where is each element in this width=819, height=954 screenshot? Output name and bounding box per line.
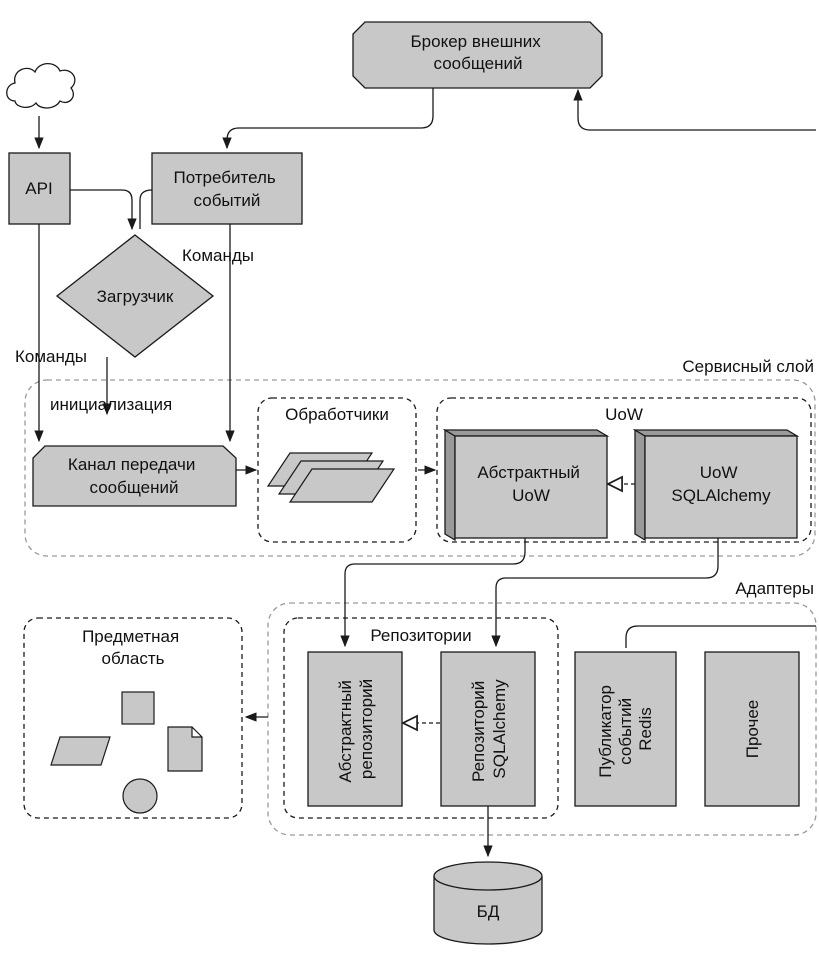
- handlers-title: Обработчики: [285, 405, 389, 424]
- abstract-uow-label: Абстрактный UoW: [477, 463, 584, 505]
- domain-frame: [23, 617, 243, 819]
- broker-label: Брокер внешних сообщений: [411, 32, 546, 73]
- redis-external-line: [625, 625, 816, 648]
- sqlalchemy-uow-label: UoW SQLAlchemy: [671, 463, 771, 505]
- broker-node: [352, 21, 603, 89]
- message-bus-label: Канал передачи сообщений: [68, 455, 200, 497]
- commands-label-right: Команды: [182, 246, 254, 265]
- domain-circle-icon: [122, 778, 158, 814]
- redis-to-broker-arrow: [573, 88, 816, 131]
- message-bus-node: [32, 445, 237, 507]
- abstract-uow-to-abstract-repo-arrow: [340, 538, 526, 648]
- repositories-title: Репозитории: [370, 626, 471, 645]
- api-node: [8, 152, 71, 225]
- other-label: Прочее: [743, 700, 762, 759]
- handlers-stack-icon: [266, 452, 396, 503]
- redis-publisher-node: [574, 651, 677, 807]
- uow-title: UoW: [605, 405, 643, 424]
- bootstrap-node: [55, 234, 215, 358]
- sqlalchemy-repo-label: Репозиторий SQLAlchemy: [469, 676, 509, 782]
- service-layer-frame: [24, 379, 816, 557]
- service-layer-title: Сервисный слой: [682, 357, 814, 376]
- database-node: [433, 861, 543, 945]
- init-label: инициализация: [50, 395, 172, 414]
- repositories-frame: [283, 617, 559, 819]
- database-label: БД: [477, 902, 500, 921]
- commands-label-left: Команды: [15, 347, 87, 366]
- domain-title: Предметная область: [82, 627, 184, 668]
- domain-square-icon: [121, 691, 155, 725]
- sqlalchemy-repo-node: [440, 651, 536, 807]
- cloud-icon: [6, 62, 76, 109]
- abstract-repo-node: [307, 651, 403, 807]
- abstract-uow-node: [442, 428, 610, 542]
- other-node: [704, 651, 800, 807]
- consumer-label: Потребитель событий: [173, 168, 280, 210]
- abstract-repo-label: Абстрактный репозиторий: [336, 675, 376, 782]
- uow-frame: [436, 397, 812, 543]
- bootstrap-label: Загрузчик: [97, 287, 174, 306]
- domain-parallelogram-icon: [50, 736, 111, 766]
- redis-publisher-label: Публикатор событий Redis: [596, 680, 655, 777]
- consumer-to-bootstrap-line: [139, 189, 153, 229]
- sqlalchemy-uow-node: [632, 428, 800, 542]
- adapters-frame: [267, 602, 817, 836]
- domain-document-icon: [167, 726, 203, 772]
- handlers-frame: [257, 397, 417, 543]
- api-to-bootstrap-line: [70, 189, 137, 231]
- broker-to-consumer-arrow: [222, 88, 434, 150]
- sqlalchemy-uow-to-sqlalchemy-repo-arrow: [491, 538, 719, 648]
- consumer-node: [151, 152, 303, 225]
- api-label: API: [25, 179, 52, 198]
- adapters-title: Адаптеры: [735, 579, 814, 598]
